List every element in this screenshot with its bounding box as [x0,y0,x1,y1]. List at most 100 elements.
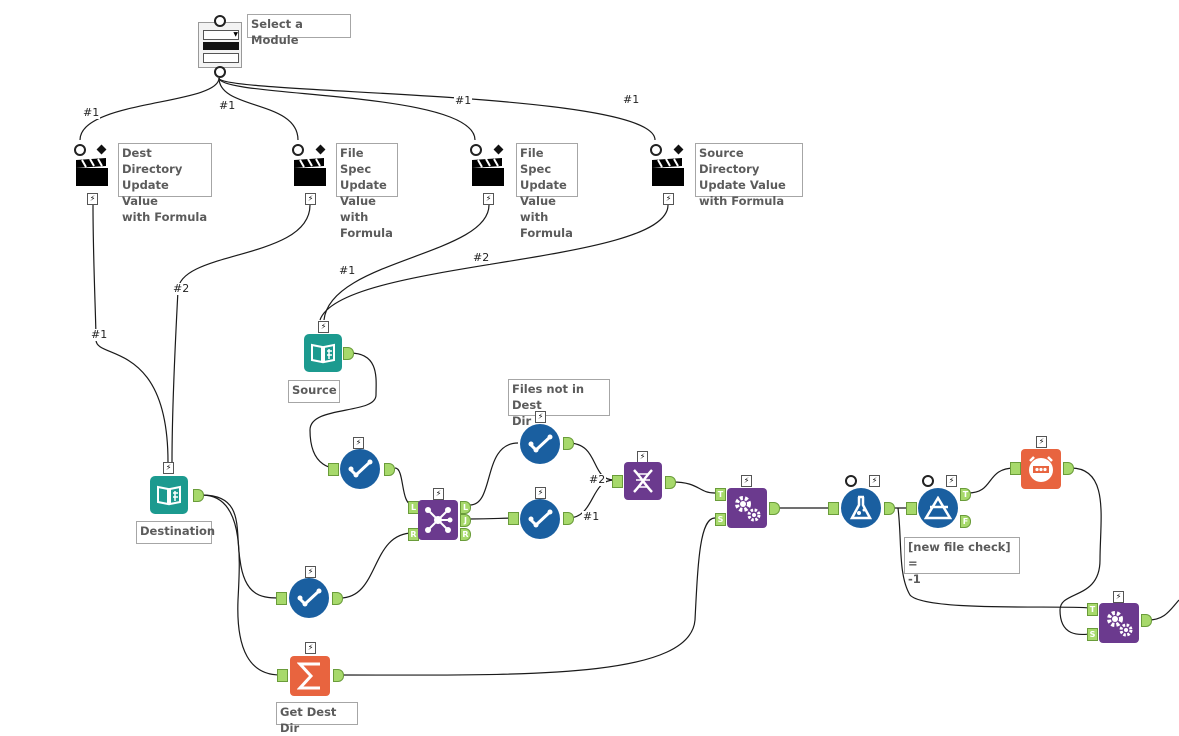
question-anchor-icon[interactable] [470,144,482,156]
select-tool-files-not-in-dest[interactable] [520,424,560,464]
question-anchor-icon[interactable] [845,475,857,487]
annotation-files-not-in-dest: Files not in Dest Dir [508,379,610,428]
output-port[interactable] [665,476,676,489]
lightning-anchor-icon[interactable]: ⚡ [87,193,98,205]
wire-label: #1 [338,264,357,277]
wire-label: #2 [472,251,491,264]
dropdown-selected-bar [203,42,239,50]
lightning-anchor-icon[interactable]: ⚡ [1113,591,1124,603]
join-right-output-port[interactable]: R [460,528,471,541]
output-port[interactable] [769,502,780,515]
output-port[interactable] [343,347,354,360]
lightning-anchor-icon[interactable]: ⚡ [163,462,174,474]
input-port[interactable] [906,502,917,515]
input-port[interactable] [508,512,519,525]
output-port[interactable] [333,669,344,682]
sigma-summarize-icon [297,662,320,690]
question-anchor-icon[interactable] [292,144,304,156]
batch-source-input-port[interactable]: S [1087,628,1098,641]
join-left-output-port[interactable]: L [460,501,471,514]
input-port[interactable] [277,669,288,682]
batch-template-input-port[interactable]: T [1087,603,1098,616]
batch-source-input-port[interactable]: S [715,513,726,526]
test-tool[interactable] [841,488,881,528]
message-tool[interactable] [1021,449,1061,489]
lightning-anchor-icon[interactable]: ⚡ [869,475,880,487]
annotation-dest-dir-update: Dest Directory Update Value with Formula [118,143,212,224]
output-port[interactable] [1141,614,1152,627]
output-port[interactable] [193,489,204,502]
lightning-anchor-icon[interactable]: ⚡ [305,642,316,654]
action-tool-file-spec-2[interactable] [472,158,504,186]
action-tool-file-spec-1[interactable] [294,158,326,186]
question-anchor-icon[interactable] [922,475,934,487]
filter-false-output-port[interactable]: F [960,515,971,528]
lightning-anchor-icon[interactable]: ⚡ [305,566,316,578]
output-port[interactable] [563,437,574,450]
input-port[interactable] [328,463,339,476]
clapperboard-action-icon [652,158,684,186]
output-port[interactable] [384,463,395,476]
input-port[interactable] [276,592,287,605]
wire-label: #2 [172,282,191,295]
join-tool[interactable] [418,500,458,540]
input-tool-source[interactable] [304,334,342,372]
checkmark-select-icon [348,459,373,478]
question-anchor-icon[interactable] [650,144,662,156]
lightning-anchor-icon[interactable]: ⚡ [483,193,494,205]
select-tool-2[interactable] [289,578,329,618]
input-tool-destination[interactable] [150,476,188,514]
open-book-input-icon [157,485,181,506]
input-port[interactable] [1010,462,1021,475]
wire-label: #1 [90,328,109,341]
output-port[interactable] [332,592,343,605]
annotation-get-dest-dir: Get Dest Dir [276,702,358,735]
triangle-filter-icon [924,496,952,520]
batch-template-input-port[interactable]: T [715,488,726,501]
gears-macro-icon [735,496,761,522]
output-port[interactable] [1063,462,1074,475]
batch-macro-tool-2[interactable] [1099,603,1139,643]
batch-macro-tool[interactable] [727,488,767,528]
lightning-anchor-icon[interactable]: ⚡ [353,437,364,449]
lightning-anchor-icon[interactable]: ⚡ [741,475,752,487]
question-anchor-icon[interactable] [214,66,226,78]
chevron-down-icon: ▼ [203,30,239,40]
lightning-anchor-icon[interactable]: ⚡ [305,193,316,205]
checkmark-select-icon [528,434,553,453]
wire-label: #2 [588,473,607,486]
lightning-anchor-icon[interactable]: ⚡ [946,475,957,487]
clapperboard-action-icon [472,158,504,186]
lightning-anchor-icon[interactable]: ⚡ [433,488,444,500]
dynamic-rename-tool[interactable] [624,462,662,500]
multi-input-port[interactable] [612,475,623,488]
filter-tool[interactable] [918,488,958,528]
output-port[interactable] [884,502,895,515]
select-tool-3[interactable] [520,499,560,539]
dropdown-option-bar [203,53,239,63]
join-nodes-icon [425,507,453,533]
question-anchor-icon[interactable] [74,144,86,156]
annotation-new-file-check: [new file check] = -1 [904,537,1020,586]
annotation-file-spec-2: File Spec Update Value with Formula [516,143,578,240]
lightning-anchor-icon[interactable]: ⚡ [663,193,674,205]
lightning-anchor-icon[interactable]: ⚡ [535,411,546,423]
output-port[interactable] [563,512,574,525]
wire-label: #1 [622,93,641,106]
lightning-anchor-icon[interactable]: ⚡ [1036,436,1047,448]
select-tool-1[interactable] [340,449,380,489]
join-inner-output-port[interactable]: J [460,514,471,527]
lightning-anchor-icon[interactable]: ⚡ [318,321,329,333]
checkmark-select-icon [297,588,322,607]
dropdown-interface-tool[interactable]: ▼ [198,22,242,68]
gears-macro-icon [1107,611,1133,637]
filter-true-output-port[interactable]: T [960,488,971,501]
action-tool-source-dir[interactable] [652,158,684,186]
lightning-anchor-icon[interactable]: ⚡ [535,487,546,499]
question-anchor-icon[interactable] [214,15,226,27]
summarize-tool[interactable] [290,656,330,696]
input-port[interactable] [828,502,839,515]
action-tool-dest-dir[interactable] [76,158,108,186]
wire-label: #1 [582,510,601,523]
